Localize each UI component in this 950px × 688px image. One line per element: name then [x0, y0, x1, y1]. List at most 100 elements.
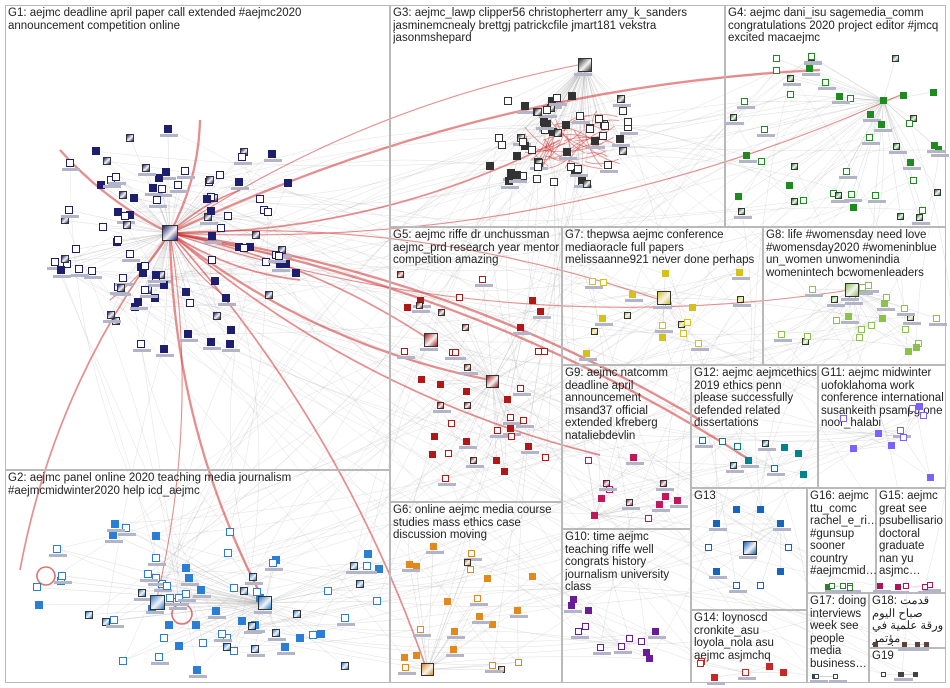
node-g2[interactable] — [363, 550, 372, 559]
node-g8[interactable] — [845, 283, 859, 297]
node-g3[interactable] — [528, 146, 537, 155]
node-g5[interactable] — [397, 271, 405, 279]
node-g10[interactable] — [596, 644, 604, 652]
node-g12[interactable] — [794, 449, 802, 457]
node-g4[interactable] — [808, 53, 816, 60]
node-g19[interactable] — [897, 672, 903, 677]
node-g12[interactable] — [800, 470, 808, 478]
node-g4[interactable] — [910, 176, 918, 184]
node-g8[interactable] — [804, 332, 812, 340]
node-g6[interactable] — [412, 652, 420, 660]
node-g8[interactable] — [858, 284, 866, 292]
node-g4[interactable] — [929, 88, 937, 96]
node-g1[interactable] — [72, 245, 81, 254]
node-g2[interactable] — [181, 589, 190, 598]
node-g8[interactable] — [912, 344, 920, 352]
node-g2[interactable] — [165, 621, 174, 630]
node-g2[interactable] — [316, 629, 325, 638]
node-g2[interactable] — [230, 583, 239, 592]
node-g9[interactable] — [629, 454, 637, 462]
node-g12[interactable] — [771, 464, 779, 472]
node-g1[interactable] — [51, 258, 60, 267]
node-g9[interactable] — [584, 457, 592, 465]
node-g8[interactable] — [901, 305, 909, 313]
node-g2[interactable] — [155, 652, 164, 661]
node-g1[interactable] — [267, 149, 276, 158]
node-g1[interactable] — [151, 270, 160, 279]
node-g3[interactable] — [590, 137, 599, 146]
node-g5[interactable] — [520, 417, 528, 425]
node-g8[interactable] — [881, 300, 889, 307]
node-g2[interactable] — [151, 531, 160, 540]
node-g2[interactable] — [225, 527, 234, 536]
node-g1[interactable] — [123, 221, 132, 230]
node-g2[interactable] — [250, 644, 259, 653]
node-g2[interactable] — [268, 559, 277, 568]
node-g2[interactable] — [271, 629, 280, 638]
node-g8[interactable] — [879, 314, 887, 322]
node-g3[interactable] — [623, 117, 632, 126]
node-g2[interactable] — [166, 594, 175, 603]
node-g4[interactable] — [880, 97, 888, 105]
node-g2[interactable] — [57, 571, 66, 580]
node-g8[interactable] — [808, 285, 816, 293]
node-g1[interactable] — [211, 276, 220, 285]
node-g4[interactable] — [742, 152, 750, 160]
node-g1[interactable] — [291, 269, 300, 278]
node-g9[interactable] — [597, 495, 605, 503]
node-g10[interactable] — [637, 637, 645, 645]
node-g13[interactable] — [757, 505, 765, 513]
node-g8[interactable] — [901, 325, 909, 333]
node-g6[interactable] — [514, 658, 522, 666]
node-g7[interactable] — [588, 278, 596, 286]
node-g15[interactable] — [921, 583, 928, 590]
node-g3[interactable] — [578, 58, 592, 72]
node-g3[interactable] — [585, 125, 594, 134]
node-g18[interactable] — [901, 642, 907, 647]
node-g4[interactable] — [729, 114, 737, 122]
node-g4[interactable] — [834, 191, 842, 199]
node-g1[interactable] — [118, 274, 127, 283]
node-g1[interactable] — [185, 299, 194, 308]
node-g6[interactable] — [406, 560, 414, 568]
node-g1[interactable] — [213, 311, 222, 320]
node-g2[interactable] — [218, 630, 227, 639]
node-g4[interactable] — [892, 142, 900, 150]
node-g6[interactable] — [484, 574, 492, 582]
node-g4[interactable] — [842, 167, 850, 175]
node-g6[interactable] — [467, 549, 475, 557]
node-g3[interactable] — [534, 163, 543, 172]
node-g5[interactable] — [529, 297, 537, 305]
node-g5[interactable] — [447, 420, 455, 428]
node-g7[interactable] — [735, 268, 743, 276]
node-g4[interactable] — [791, 198, 799, 206]
node-g5[interactable] — [441, 475, 449, 483]
node-g7[interactable] — [661, 270, 669, 278]
node-g4[interactable] — [738, 207, 746, 215]
node-g4[interactable] — [910, 114, 918, 122]
node-g6[interactable] — [463, 559, 471, 567]
node-g1[interactable] — [282, 260, 291, 269]
node-g12[interactable] — [761, 439, 769, 447]
node-g5[interactable] — [525, 443, 533, 451]
node-g1[interactable] — [226, 325, 235, 334]
node-g6[interactable] — [444, 597, 452, 605]
node-g8[interactable] — [830, 296, 838, 304]
node-g5[interactable] — [516, 323, 524, 331]
node-g15[interactable] — [876, 583, 883, 590]
node-g4[interactable] — [849, 203, 857, 211]
node-g3[interactable] — [561, 120, 570, 129]
node-g5[interactable] — [424, 333, 438, 347]
node-g1[interactable] — [150, 293, 159, 302]
node-g4[interactable] — [786, 74, 794, 82]
node-g9[interactable] — [644, 515, 652, 523]
node-g2[interactable] — [122, 524, 131, 533]
node-g7[interactable] — [629, 290, 637, 298]
node-g1[interactable] — [56, 265, 65, 274]
node-g4[interactable] — [919, 206, 927, 214]
node-g8[interactable] — [778, 330, 786, 338]
node-g5[interactable] — [404, 303, 412, 311]
node-g1[interactable] — [162, 167, 171, 176]
node-g5[interactable] — [444, 450, 452, 458]
node-g13[interactable] — [777, 520, 785, 528]
